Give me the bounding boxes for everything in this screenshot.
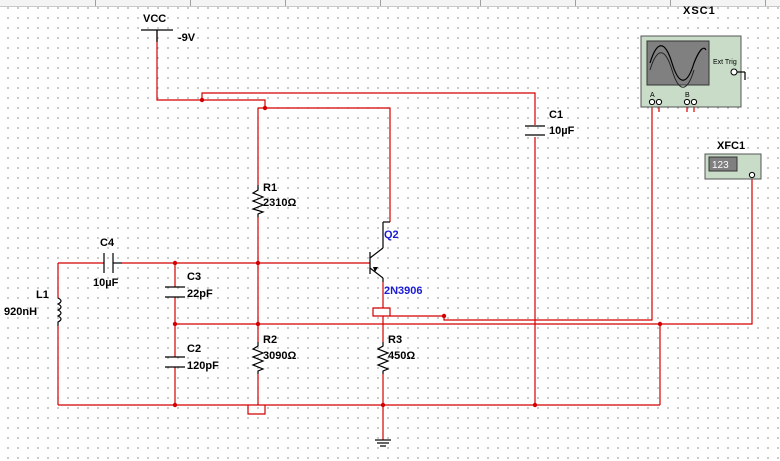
r2-value: 3090Ω [263,350,296,362]
resistor-r3[interactable]: R3 450Ω [376,334,415,374]
capacitor-c1[interactable]: C1 10µF [525,109,575,137]
ext-trig-terminal[interactable] [730,68,738,76]
capacitor-c4[interactable]: C4 10µF [93,237,122,289]
l1-value: 920nH [4,306,37,318]
channel-b-minus-terminal[interactable] [690,98,698,106]
counter-display [708,156,738,172]
transistor-q2[interactable]: Q2 2N3906 [369,221,423,297]
c4-name: C4 [100,237,115,249]
wires [57,30,753,440]
ground-symbol [375,439,391,447]
counter-input-terminal[interactable] [748,171,756,179]
frequency-counter-xfc1[interactable]: XFC1 123 [704,140,762,180]
capacitor-c2[interactable]: C2 120pF [165,343,219,372]
channel-b-label: B [685,92,690,99]
c3-value: 22pF [187,288,213,300]
junction-dots [172,97,663,408]
channel-a-minus-terminal[interactable] [655,98,663,106]
c2-value: 120pF [187,360,219,372]
r3-value: 450Ω [388,350,415,362]
scope-screen [646,40,710,86]
vcc-source[interactable]: VCC -9V [141,13,196,44]
c2-name: C2 [187,343,201,355]
c1-name: C1 [549,109,563,121]
xfc1-name: XFC1 [717,140,745,152]
l1-name: L1 [36,289,49,301]
r1-name: R1 [263,182,277,194]
resistor-r2[interactable]: R2 3090Ω [251,334,296,374]
c4-value: 10µF [93,277,119,289]
q2-model: 2N3906 [384,285,423,297]
emitter-arrow-icon [373,267,378,272]
oscilloscope-xsc1[interactable]: XSC1 Ext Trig A B [640,5,746,108]
resistor-r1[interactable]: R1 2310Ω [251,182,296,217]
ext-trig-label: Ext Trig [713,59,737,66]
counter-display-text: 123 [712,160,729,171]
channel-a-plus-terminal[interactable] [648,98,656,106]
c1-value: 10µF [549,125,575,137]
q2-name: Q2 [384,229,399,241]
channel-a-label: A [650,92,655,99]
capacitor-c3[interactable]: C3 22pF [165,271,213,300]
vcc-name: VCC [143,13,166,25]
inductor-l1[interactable]: L1 920nH [4,289,62,326]
r1-value: 2310Ω [263,197,296,209]
r2-name: R2 [263,334,277,346]
vcc-value: -9V [178,32,196,44]
sine-wave-icon [649,45,707,81]
channel-b-plus-terminal[interactable] [683,98,691,106]
c3-name: C3 [187,271,201,283]
r3-name: R3 [388,334,402,346]
top-ruler [0,0,780,7]
xsc1-name: XSC1 [683,5,716,17]
